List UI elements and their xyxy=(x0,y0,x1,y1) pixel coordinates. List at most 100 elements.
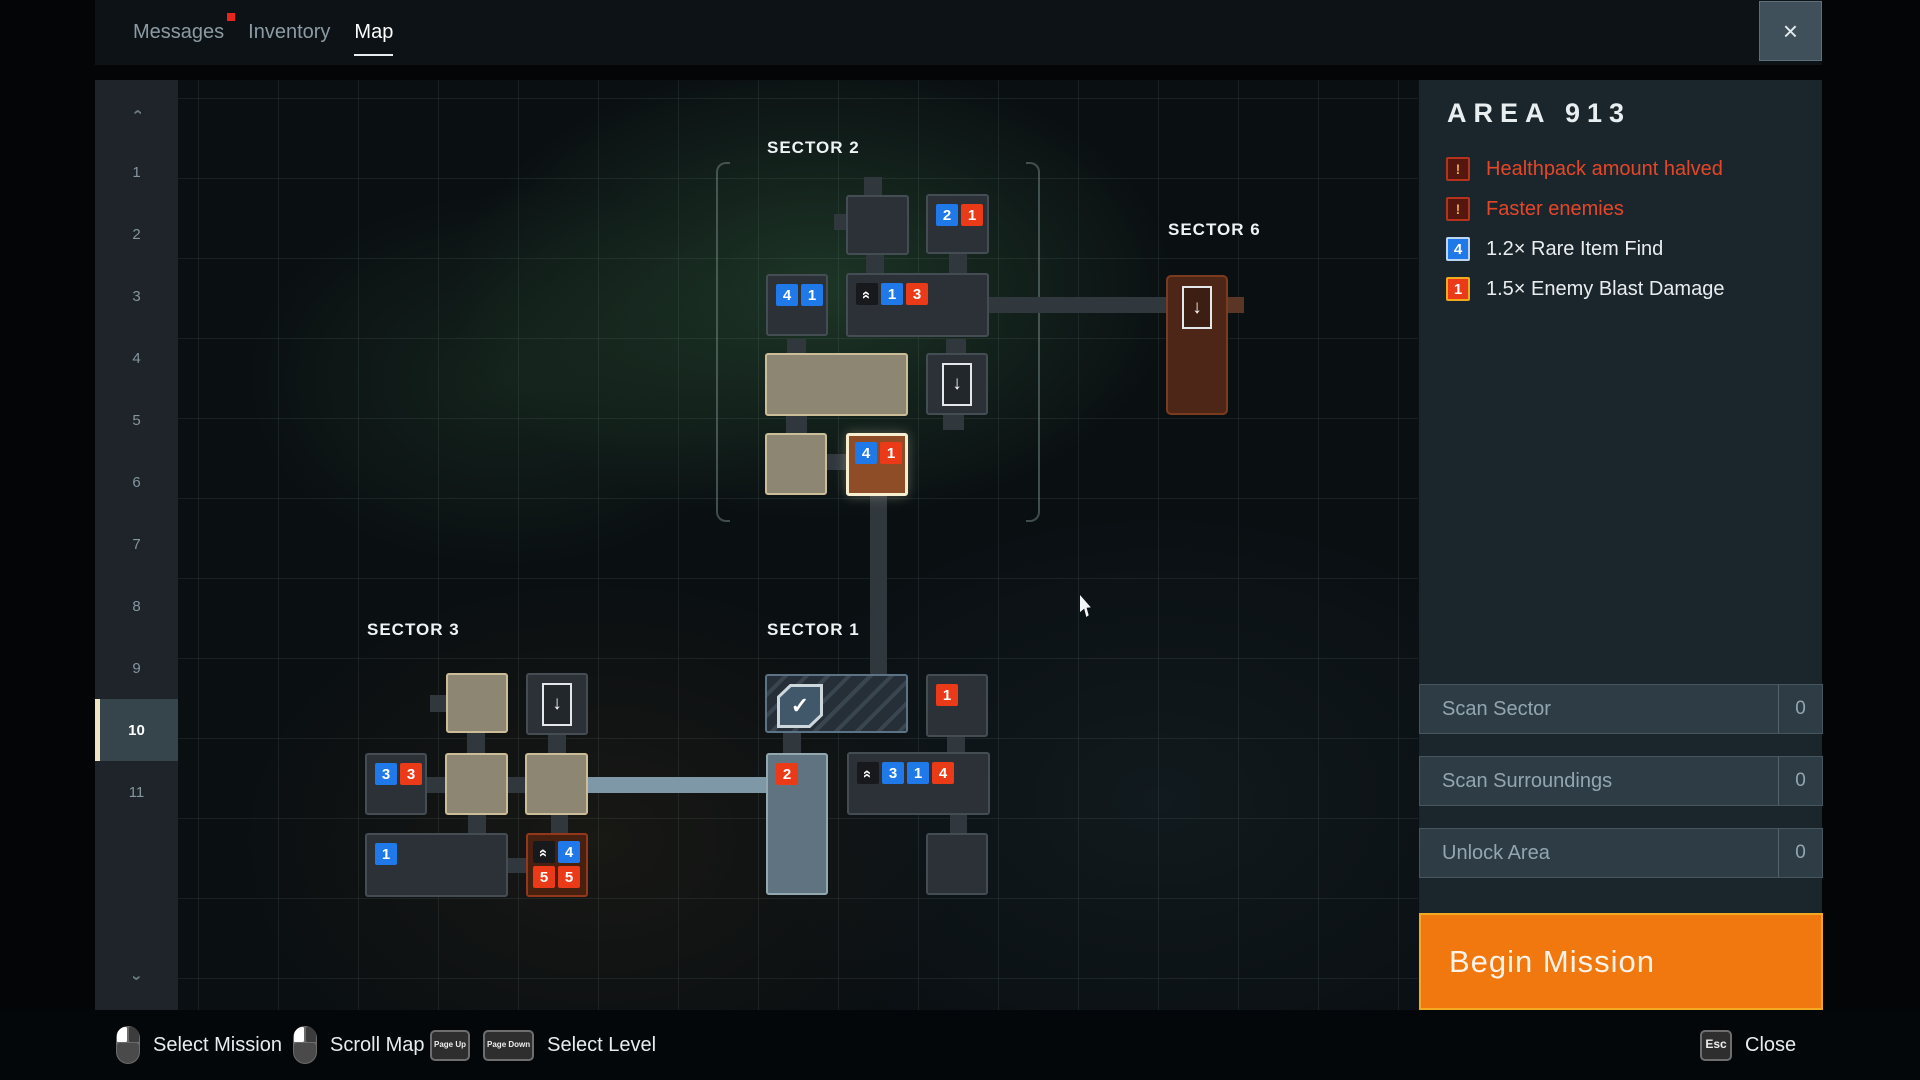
check-icon: ✓ xyxy=(780,687,820,725)
level-item-3[interactable]: 3 xyxy=(132,287,141,305)
pipe-sector2-to-sector1 xyxy=(870,496,887,674)
pipe xyxy=(950,815,967,833)
pipe xyxy=(427,777,445,793)
pipe xyxy=(430,695,446,712)
pipe-sector3-to-sector1 xyxy=(588,777,766,793)
badge-row: « 4 xyxy=(533,841,580,863)
modifier-row: 4 1.2× Rare Item Find xyxy=(1446,236,1663,262)
threat-count-badge: 1 xyxy=(1446,277,1470,301)
room-sector2-e-explored[interactable] xyxy=(765,353,908,416)
tab-map[interactable]: Map xyxy=(354,17,393,56)
scan-sector-label: Scan Sector xyxy=(1442,697,1551,720)
unlock-area-label: Unlock Area xyxy=(1442,841,1550,864)
room-sector3-b-exit[interactable]: ↓ xyxy=(526,673,588,735)
hostile-count-badge: 3 xyxy=(882,762,904,784)
badge-row: 1 xyxy=(375,843,397,865)
close-icon: × xyxy=(1782,15,1799,46)
hostile-count-badge: 1 xyxy=(801,284,823,306)
room-sector2-f-exit[interactable]: ↓ xyxy=(926,353,988,415)
begin-mission-button[interactable]: Begin Mission xyxy=(1419,913,1823,1010)
hint-label: Close xyxy=(1745,1033,1797,1056)
tab-bar: Messages Inventory Map xyxy=(133,0,393,65)
esc-key-icon: Esc xyxy=(1700,1029,1732,1061)
map-viewport[interactable]: SECTOR 2 2 1 4 1 « 1 xyxy=(178,80,1418,1010)
level-item-6[interactable]: 6 xyxy=(132,473,141,491)
mouse-left-click-icon xyxy=(293,1026,317,1064)
room-sector3-e-explored[interactable] xyxy=(525,753,588,815)
pipe xyxy=(946,339,966,353)
pipe xyxy=(1228,297,1244,313)
level-item-1[interactable]: 1 xyxy=(132,163,141,181)
room-sector1-b[interactable]: 1 xyxy=(926,674,988,737)
hint-label: Select Mission xyxy=(153,1033,282,1056)
level-item-11[interactable]: 11 xyxy=(128,783,145,801)
cleared-check-badge: ✓ xyxy=(777,684,823,728)
pipe xyxy=(866,255,884,273)
level-item-2[interactable]: 2 xyxy=(132,225,141,243)
pipe-to-sector6 xyxy=(989,297,1166,313)
page-down-key-icon: Page Down xyxy=(483,1029,535,1061)
level-item-8[interactable]: 8 xyxy=(132,597,141,615)
level-item-10[interactable]: 10 xyxy=(95,699,178,761)
pipe xyxy=(548,735,566,753)
badge-row: 1 xyxy=(936,684,958,706)
room-sector3-g-danger[interactable]: « 4 5 5 xyxy=(526,833,588,897)
airlock-door-icon: ↓ xyxy=(1182,286,1212,329)
room-sector1-d[interactable]: « 3 1 4 xyxy=(847,752,990,815)
scan-sector-button[interactable]: Scan Sector 0 xyxy=(1419,684,1823,734)
up-chevron-badge: « xyxy=(857,762,879,784)
room-sector3-a-explored[interactable] xyxy=(446,673,508,733)
pipe xyxy=(787,339,806,353)
room-sector1-c[interactable]: 2 xyxy=(766,753,828,895)
level-item-5[interactable]: 5 xyxy=(132,411,141,429)
unlock-area-button[interactable]: Unlock Area 0 xyxy=(1419,828,1823,878)
up-chevron-badge: « xyxy=(856,283,878,305)
hint-select-level: Page Up Page Down Select Level xyxy=(430,1010,656,1080)
level-item-4[interactable]: 4 xyxy=(132,349,141,367)
close-button[interactable]: × xyxy=(1759,1,1822,61)
hostile-count-badge: 1 xyxy=(881,283,903,305)
threat-count-badge: 4 xyxy=(932,762,954,784)
modifier-text: 1.5× Enemy Blast Damage xyxy=(1486,277,1725,300)
tab-messages[interactable]: Messages xyxy=(133,13,236,48)
level-scroll-up-button[interactable]: › xyxy=(95,94,178,130)
room-sector1-a-cleared[interactable]: ✓ xyxy=(765,674,908,733)
threat-count-badge: 1 xyxy=(961,204,983,226)
threat-count-badge: 5 xyxy=(558,866,580,888)
sector2-label: SECTOR 2 xyxy=(767,138,860,157)
scan-surroundings-count: 0 xyxy=(1778,757,1822,805)
unlock-area-count: 0 xyxy=(1778,829,1822,877)
room-sector2-g-explored[interactable] xyxy=(765,433,827,495)
room-sector2-b[interactable]: 2 1 xyxy=(926,194,989,254)
room-sector6-entry[interactable]: ↓ xyxy=(1166,275,1228,415)
threat-count-badge: 1 xyxy=(936,684,958,706)
hostile-count-badge: 4 xyxy=(776,284,798,306)
threat-count-badge: 2 xyxy=(776,763,798,785)
modifier-text: Healthpack amount halved xyxy=(1486,157,1723,180)
room-sector2-h-selected[interactable]: 4 1 xyxy=(846,433,908,496)
room-sector3-f[interactable]: 1 xyxy=(365,833,508,897)
level-list: 1 2 3 4 5 6 7 8 9 10 11 xyxy=(95,141,178,823)
begin-mission-label: Begin Mission xyxy=(1449,943,1655,979)
scan-surroundings-label: Scan Surroundings xyxy=(1442,769,1613,792)
level-scroll-down-button[interactable]: › xyxy=(95,960,178,996)
hint-label: Scroll Map xyxy=(330,1033,425,1056)
level-item-7[interactable]: 7 xyxy=(132,535,141,553)
room-sector2-d[interactable]: « 1 3 xyxy=(846,273,989,337)
pipe xyxy=(508,777,525,793)
double-chevron-up-icon: « xyxy=(535,848,553,856)
room-sector3-c[interactable]: 3 3 xyxy=(365,753,427,815)
sector2-bracket-left xyxy=(716,162,730,522)
room-sector3-d-explored[interactable] xyxy=(445,753,508,815)
scan-surroundings-button[interactable]: Scan Surroundings 0 xyxy=(1419,756,1823,806)
room-sector2-c[interactable]: 4 1 xyxy=(766,274,828,336)
room-sector1-e[interactable] xyxy=(926,833,988,895)
messages-notification-dot xyxy=(227,13,236,21)
sector1-label: SECTOR 1 xyxy=(767,620,860,639)
double-chevron-up-icon: « xyxy=(859,769,877,777)
tab-inventory[interactable]: Inventory xyxy=(248,17,330,48)
hostile-count-badge: 1 xyxy=(375,843,397,865)
room-sector2-a[interactable] xyxy=(846,195,909,255)
level-item-9[interactable]: 9 xyxy=(132,659,141,677)
